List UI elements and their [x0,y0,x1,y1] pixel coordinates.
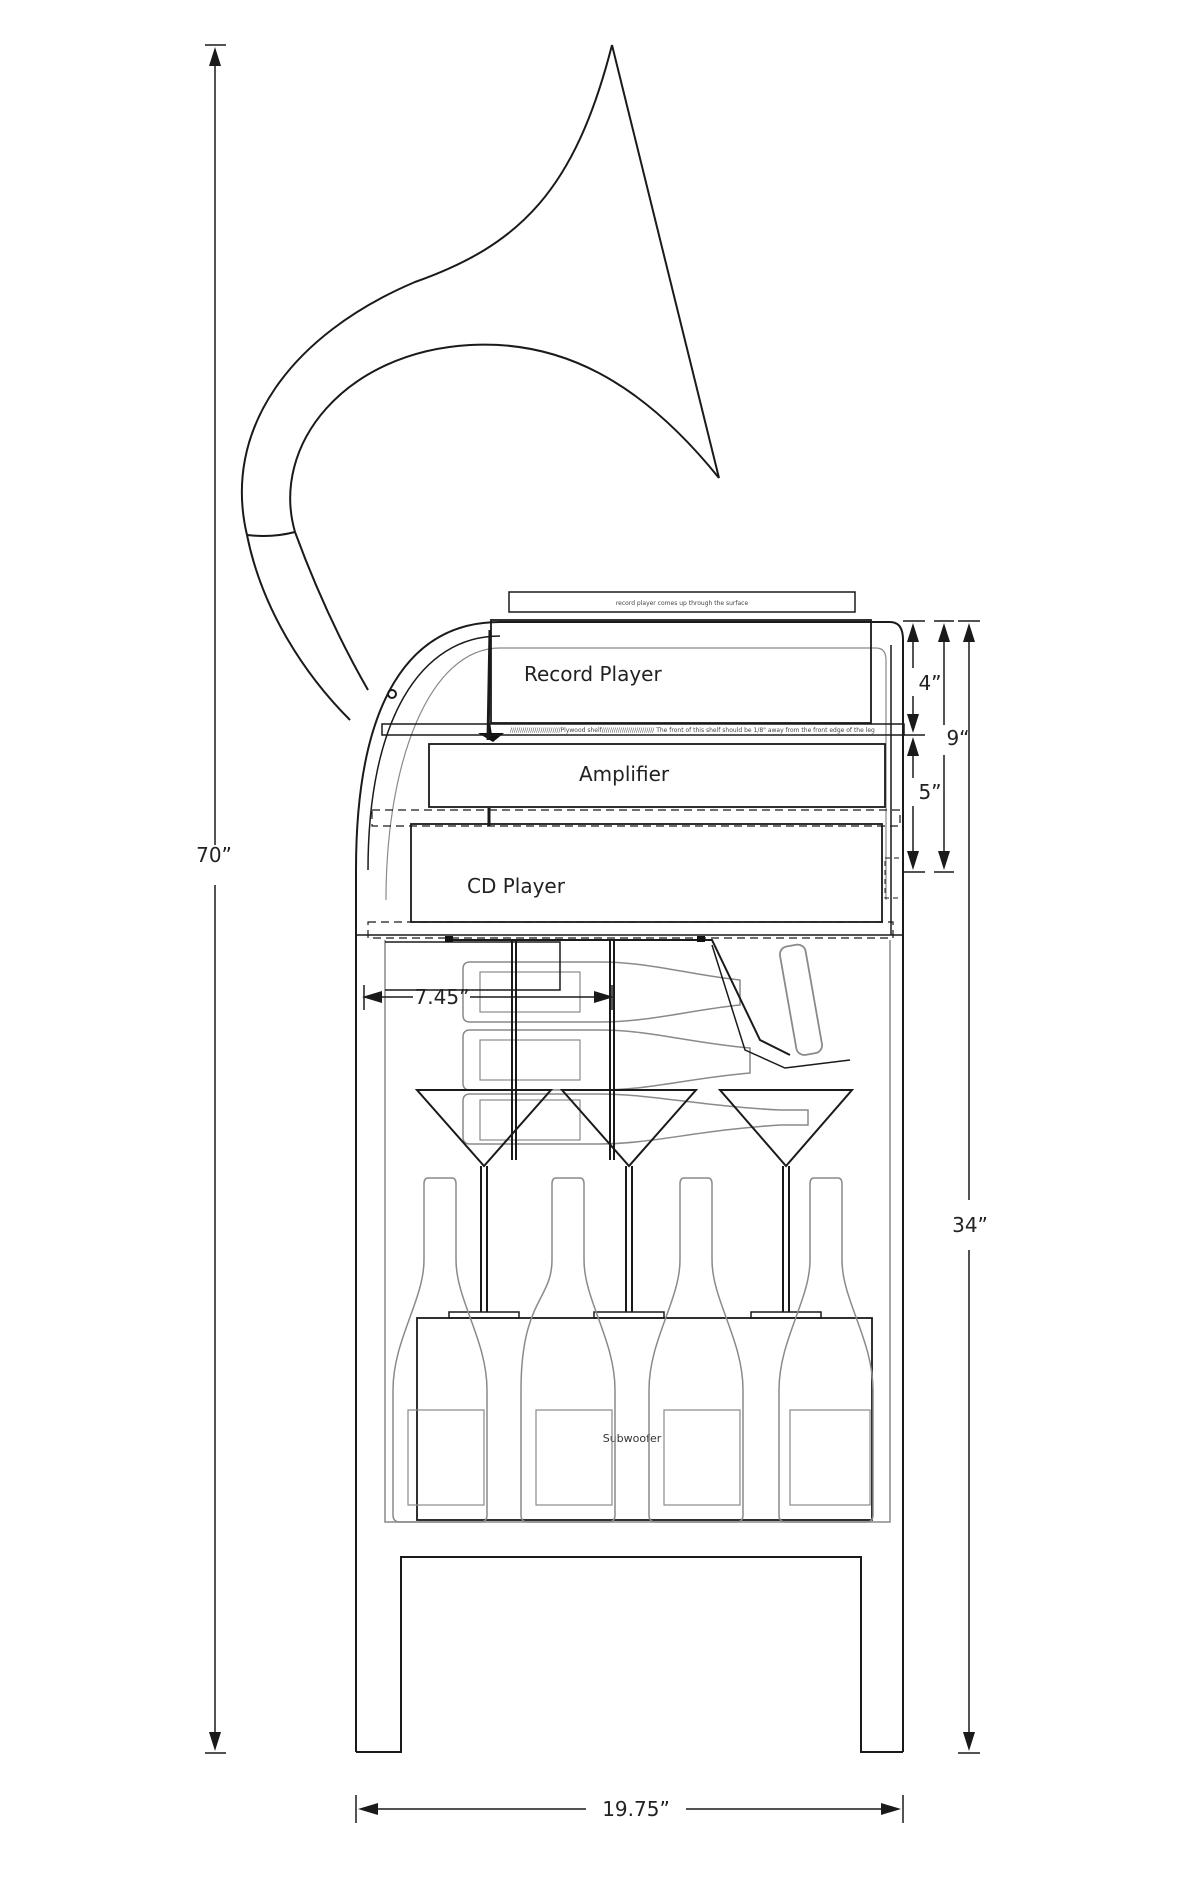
tilted-bottle [778,943,823,1056]
top-note: record player comes up through the surfa… [616,600,749,607]
glass-rack [385,936,851,1160]
dim-offset: 7.45” [362,985,614,1010]
subwoofer: Subwoofer [416,1317,873,1521]
dim-amp-section: 5” [903,737,942,873]
shelf-outline-lower [367,921,894,939]
gramophone-horn [240,44,720,721]
offset-label: 7.45” [415,985,470,1009]
amplifier: Amplifier [428,743,886,826]
martini-glass [559,1089,699,1319]
martini-glass [717,1089,855,1319]
cd-player-label: CD Player [467,874,566,898]
amp-section-label: 5” [918,780,941,804]
upright-bottle [778,1177,874,1523]
martini-glass [414,1089,554,1319]
dim-total-height: 70” [196,44,232,1754]
cabinet-body [355,621,904,1752]
upright-bottles [392,1177,874,1523]
record-player: Record Player [478,619,872,742]
small-dashed-box [884,857,904,899]
cd-player: CD Player [410,823,883,923]
shelf-note: /////////////////////////Plywood shelf//… [510,727,875,734]
shelf-outline-upper [371,809,901,827]
horizontal-bottle [462,1093,809,1145]
upright-bottle [520,1177,616,1523]
amplifier-label: Amplifier [579,762,670,786]
dim-record-section: 4” [903,620,942,736]
dim-combined: 9“ [934,620,970,873]
record-section-label: 4” [918,671,941,695]
upright-bottle [392,1177,488,1523]
cabinet-height-label: 34” [952,1213,988,1237]
combined-label: 9“ [946,726,969,750]
dim-width: 19.75” [355,1795,904,1823]
upright-bottle [648,1177,744,1523]
dim-cabinet-height: 34” [952,620,988,1754]
subwoofer-label: Subwoofer [603,1432,662,1445]
horizontal-bottle [462,961,741,1023]
record-player-label: Record Player [524,662,662,686]
legs [356,1556,903,1753]
martini-glasses [414,1089,855,1319]
total-height-label: 70” [196,843,232,867]
width-label: 19.75” [602,1797,670,1821]
plywood-shelf: /////////////////////////Plywood shelf//… [381,723,905,736]
top-surface: record player comes up through the surfa… [508,591,856,613]
horizontal-bottle [462,1029,751,1091]
